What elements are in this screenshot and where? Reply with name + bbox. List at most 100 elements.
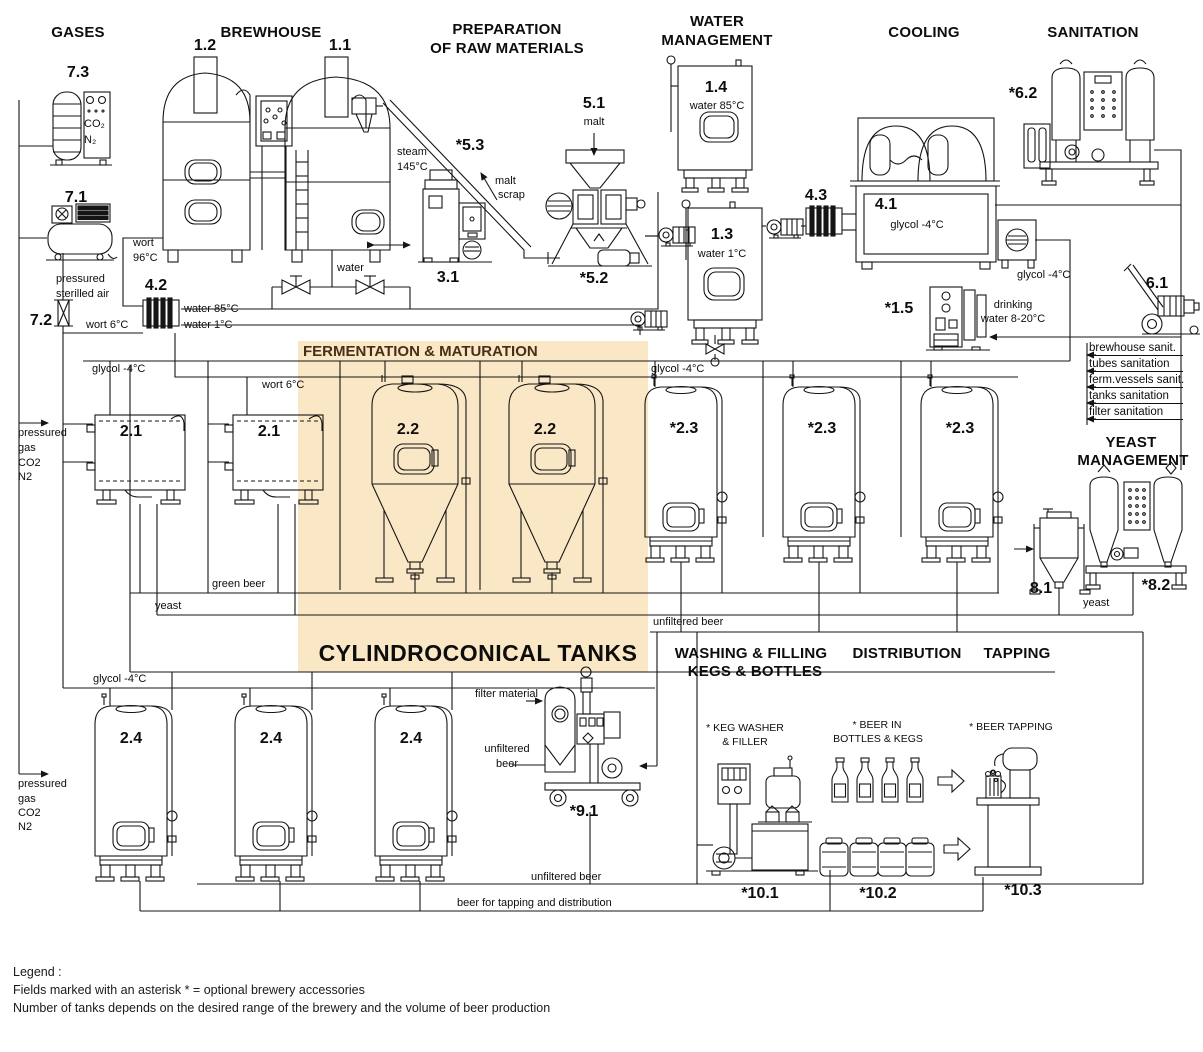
flow-glycol-cooler: glycol -4°C	[890, 219, 944, 231]
cold-water-tank-drawing	[630, 199, 804, 367]
flow-beer-tapping-line: beer for tapping and distribution	[457, 897, 612, 909]
label-glycol-cooler: 4.1	[874, 196, 898, 213]
label-open-fermenter-2: 2.1	[257, 423, 281, 440]
label-beer-tapping: *10.3	[1004, 882, 1042, 899]
maturation-tanks-drawing	[644, 374, 1004, 563]
flow-unfiltered-2: beer	[495, 758, 519, 770]
flow-malt-scrap-2: scrap	[498, 189, 525, 201]
section-title-cooling: COOLING	[888, 24, 960, 41]
flow-gas-2: gas	[18, 442, 36, 454]
sanitation-line-tubes: tubes sanitation	[1089, 358, 1183, 373]
section-title-fermentation: FERMENTATION & MATURATION	[303, 343, 538, 360]
section-title-washing-2: KEGS & BOTTLES	[687, 663, 823, 680]
label-carbonation-unit: *1.5	[884, 300, 914, 317]
flow-gas-3: CO2	[18, 457, 41, 469]
section-title-brewhouse: BREWHOUSE	[220, 24, 322, 41]
air-filter-drawing	[54, 299, 73, 327]
flow-green-beer: green beer	[212, 578, 266, 590]
flow-n2: N₂	[84, 134, 97, 146]
yeast-management-drawing	[1085, 461, 1187, 590]
cip-station-drawing	[1023, 59, 1159, 186]
flow-gas-lower-3: CO2	[18, 807, 41, 819]
caption-beer-tapping: * BEER TAPPING	[969, 721, 1053, 733]
flow-yeast: yeast	[155, 600, 182, 612]
section-title-water-2: MANAGEMENT	[661, 32, 773, 49]
sanitation-line-brewhouse: brewhouse sanit.	[1089, 342, 1183, 357]
flow-water-1: water 1°C	[184, 319, 233, 331]
section-title-tapping: TAPPING	[983, 645, 1051, 662]
flow-wort-96: 96°C	[133, 252, 158, 264]
flow-arrows-drawing	[937, 769, 971, 861]
label-malt-mill: *5.2	[579, 270, 609, 287]
label-cct-2: 2.2	[533, 421, 557, 438]
flow-gas-lower-2: gas	[18, 793, 36, 805]
flow-gas-1: pressured	[18, 427, 67, 439]
label-maturation-1: *2.3	[669, 420, 699, 437]
steam-generator-drawing	[418, 169, 492, 263]
caption-keg-washer-1: * KEG WASHER	[706, 722, 784, 734]
heat-exchanger-43-drawing	[805, 205, 843, 237]
section-title-yeast-1: YEAST	[1105, 434, 1157, 451]
label-beer-packages: *10.2	[859, 885, 897, 902]
label-yeast-collector: 8.1	[1029, 580, 1053, 597]
sanitation-line-tanks: tanks sanitation	[1089, 390, 1183, 405]
sanitation-line-filter: filter sanitation	[1089, 406, 1183, 421]
legend-line-2: Number of tanks depends on the desired r…	[13, 1001, 551, 1015]
label-open-fermenter-1: 2.1	[119, 423, 143, 440]
label-hot-water-tank: 1.4	[704, 79, 728, 96]
label-air-compressor: 7.1	[64, 189, 88, 206]
flow-pressured-air-1: pressured	[56, 273, 105, 285]
cct-tanks-drawing	[371, 374, 608, 583]
flow-glycol-ferm-left: glycol -4°C	[92, 363, 146, 375]
label-wort-cooler: 4.2	[144, 277, 168, 294]
label-serving-tank-3: 2.4	[399, 730, 423, 747]
flow-filter-material: filter material	[475, 688, 538, 700]
flow-steam-145: 145°C	[397, 161, 428, 173]
sanitation-line-vessels: ferm.vessels sanit.	[1089, 374, 1184, 389]
flow-gas-4: N2	[18, 471, 33, 483]
flow-malt-scrap-1: malt	[495, 175, 516, 187]
flow-water-85-tank: water 85°C	[689, 100, 745, 112]
flow-water-1-tank: water 1°C	[697, 248, 747, 260]
air-compressor-drawing	[46, 203, 118, 261]
carbonation-unit-drawing	[926, 286, 990, 351]
water-valves-drawing	[281, 275, 385, 295]
malt-mill-drawing	[545, 149, 652, 267]
caption-keg-washer-2: & FILLER	[722, 736, 768, 748]
hot-water-tank-drawing	[645, 55, 753, 247]
label-cct-1: 2.2	[396, 421, 420, 438]
section-title-water-1: WATER	[689, 13, 745, 30]
flow-glycol-lower: glycol -4°C	[93, 673, 147, 685]
label-serving-tank-1: 2.4	[119, 730, 143, 747]
label-cip-station: *6.2	[1008, 85, 1038, 102]
label-maturation-3: *2.3	[945, 420, 975, 437]
flow-pressured-air-2: sterilled air	[56, 288, 110, 300]
flow-unfiltered-1: unfiltered	[484, 743, 530, 755]
section-title-cylindroconical: CYLINDROCONICAL TANKS	[318, 640, 638, 666]
label-air-filter: 7.2	[29, 312, 53, 329]
serving-tanks-drawing	[94, 693, 458, 882]
label-cold-water-tank: 1.3	[710, 226, 734, 243]
flow-water-85: water 85°C	[184, 303, 239, 315]
section-title-washing-1: WASHING & FILLING	[674, 645, 828, 662]
section-title-gases: GASES	[51, 24, 105, 41]
flow-drinking-1: drinking	[993, 299, 1033, 311]
label-yeast-management: *8.2	[1141, 577, 1171, 594]
keg-washer-drawing	[706, 755, 818, 876]
label-malt-conveyor: *5.3	[455, 137, 485, 154]
section-title-distribution: DISTRIBUTION	[852, 645, 962, 662]
wort-cooler-42-drawing	[142, 297, 180, 329]
section-title-preparation-2: OF RAW MATERIALS	[430, 40, 584, 57]
section-title-sanitation: SANITATION	[1047, 24, 1139, 41]
flow-drinking-2: water 8-20°C	[980, 313, 1046, 325]
flow-yeast-right: yeast	[1083, 597, 1110, 609]
yeast-collector-drawing	[1029, 508, 1091, 595]
kegs-drawing	[819, 837, 935, 877]
mobile-cleaning-drawing	[1123, 263, 1200, 335]
flow-malt: malt	[583, 116, 605, 128]
beer-filter-drawing	[544, 666, 641, 807]
label-steam-generator: 3.1	[436, 269, 460, 286]
beer-tapping-drawing	[974, 747, 1042, 876]
flow-glycol-ferm-right: glycol -4°C	[651, 363, 705, 375]
